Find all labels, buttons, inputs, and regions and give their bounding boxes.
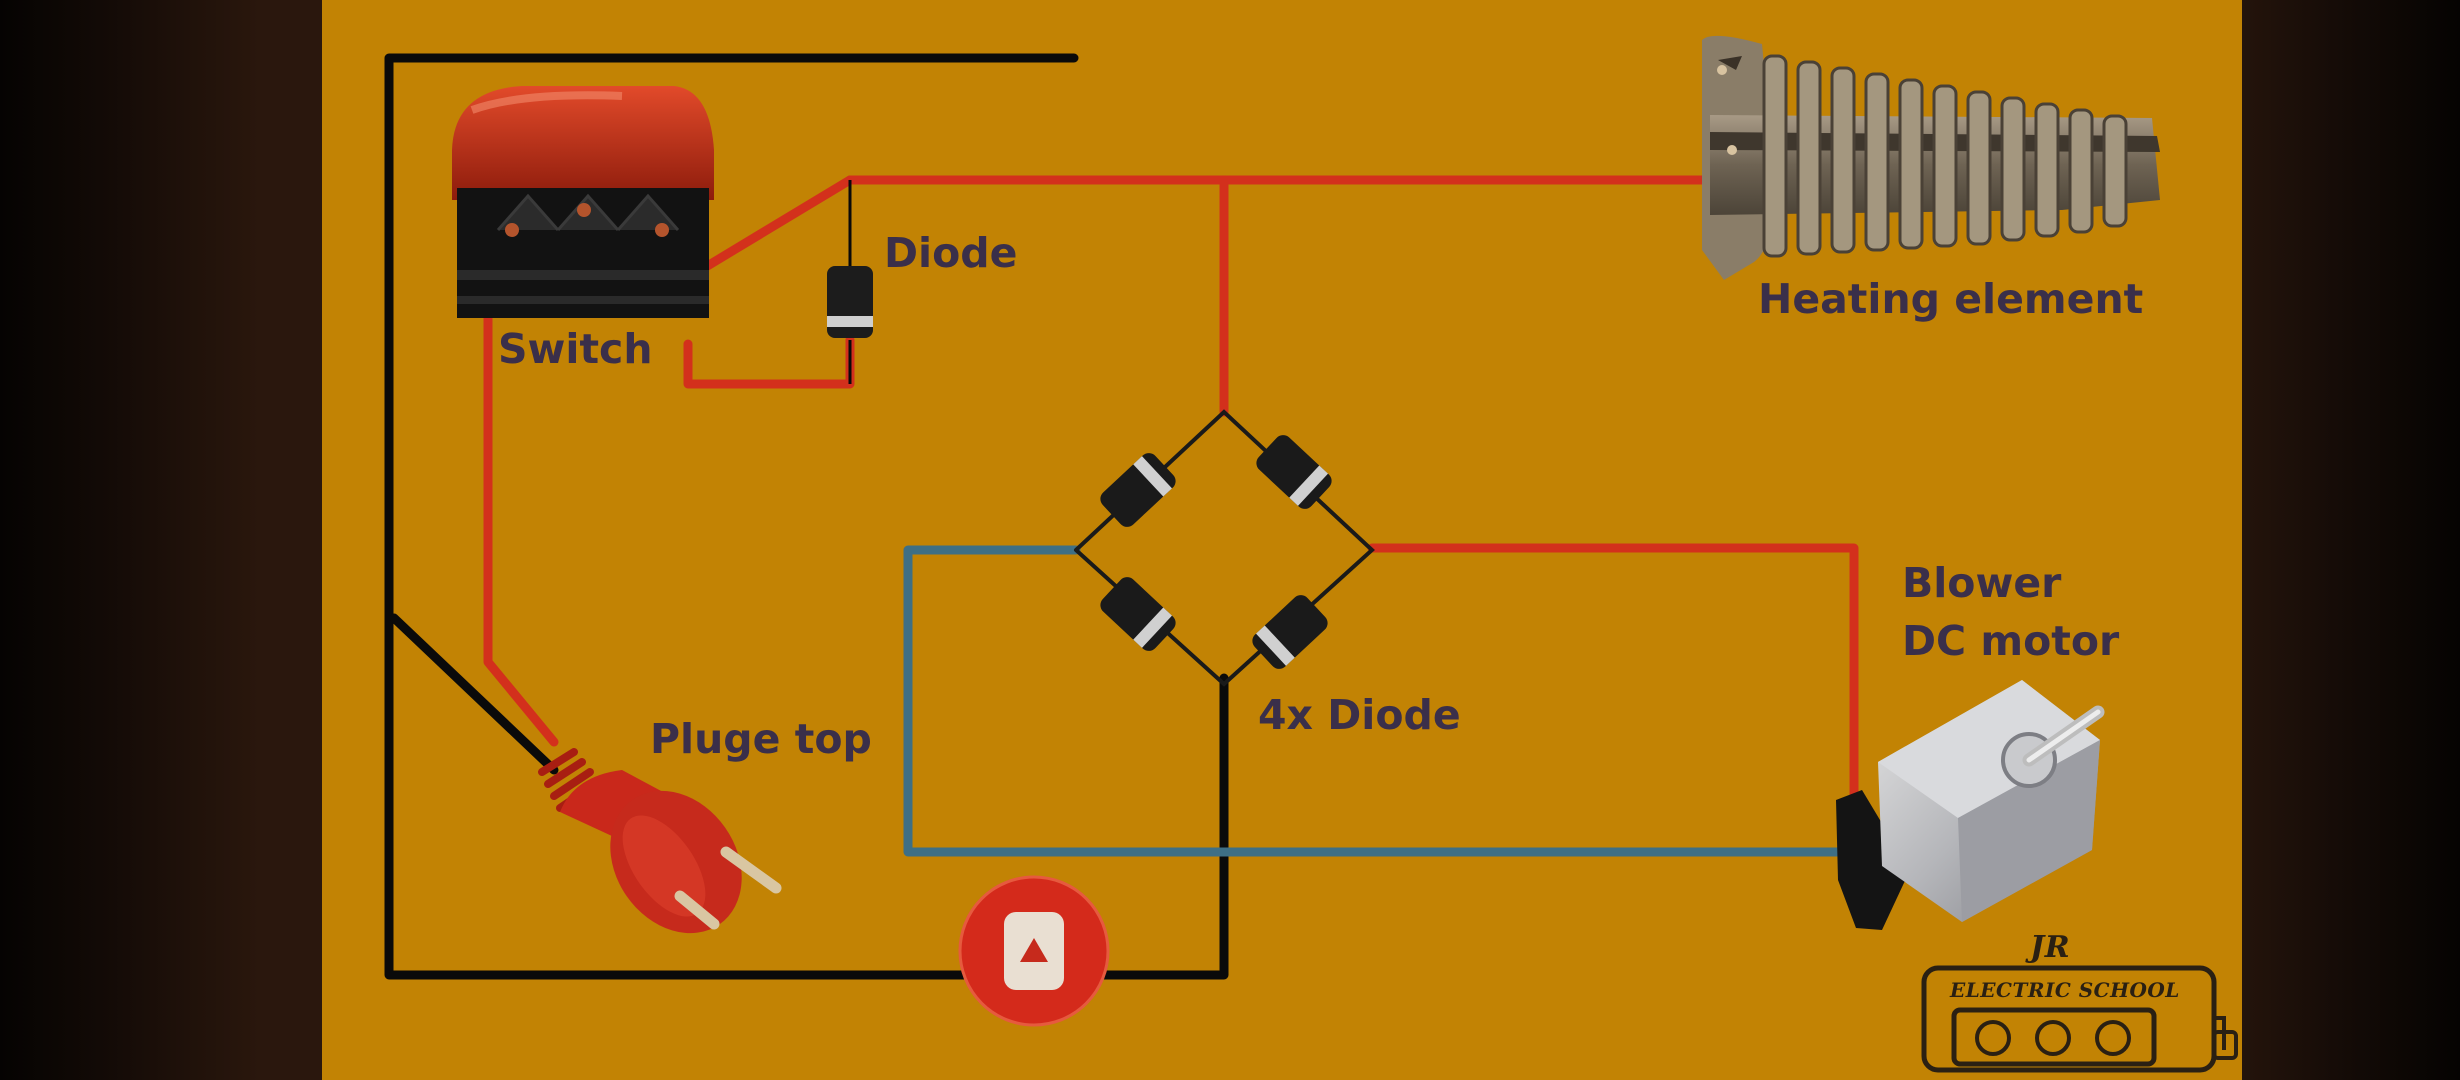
bridge-diode-1 (1100, 453, 1176, 527)
neutral-wire-bottom (1095, 673, 1229, 980)
plug-top (538, 748, 782, 934)
wire-diode-return (683, 335, 855, 389)
bridge-rectifier (1074, 409, 1375, 687)
live-wires (483, 175, 1859, 805)
wiring-diagram (384, 35, 2238, 1073)
diode-label: Diode (884, 229, 1018, 277)
diode (827, 180, 873, 384)
bridge-diode-4 (1252, 595, 1328, 669)
bridge-diode-2 (1256, 435, 1332, 509)
wire-switch-to-diode (699, 175, 855, 273)
circuit-board: Switch Diode Heating element 4x Diode Bl… (322, 0, 2242, 1080)
indicator-button (958, 875, 1110, 1027)
electric-school-logo (1921, 965, 2238, 1073)
plug-label: Pluge top (650, 715, 872, 763)
neutral-wire-top (384, 53, 1079, 980)
rocker-switch (452, 86, 714, 318)
wire-bridge-to-motor-neg (903, 545, 1905, 857)
dc-wires (903, 545, 1905, 857)
dc-motor (1836, 680, 2105, 930)
wire-bridge-to-motor (1367, 543, 1859, 805)
bridge-label: 4x Diode (1258, 691, 1461, 739)
neutral-wires (384, 53, 1229, 980)
motor-label-line1: Blower (1902, 559, 2062, 607)
logo-text: ELECTRIC SCHOOL (1950, 978, 2180, 1002)
heating-element-label: Heating element (1758, 275, 2144, 323)
logo-monogram: JR (2030, 930, 2071, 965)
heating-element (1702, 35, 2160, 281)
neutral-wire-plug (389, 613, 559, 775)
wire-switch-to-plug (483, 307, 559, 747)
switch-label: Switch (498, 325, 653, 373)
motor-label-line2: DC motor (1902, 617, 2120, 665)
bridge-diode-3 (1100, 577, 1176, 651)
